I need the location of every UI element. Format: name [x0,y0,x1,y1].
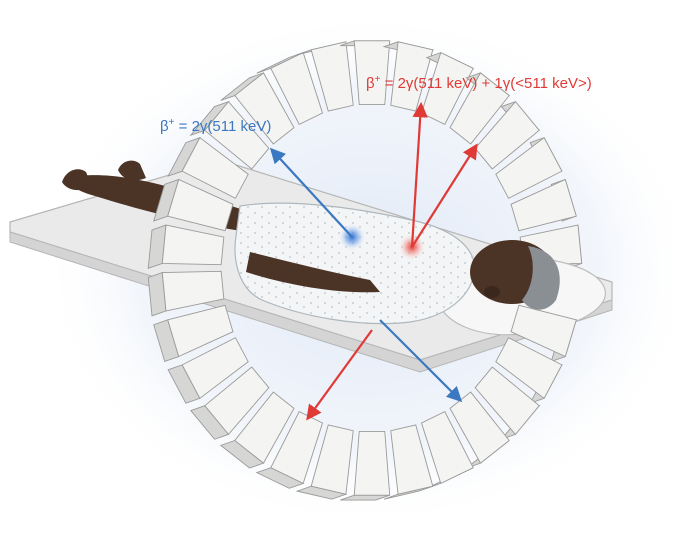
detector-block [510,178,577,232]
detector-block [420,411,474,485]
three-photon-decay-label: β+ = 2γ(511 keV) + 1γ(<511 keV>) [366,74,592,92]
detector-block [449,391,510,464]
three-photon-beta: β [366,75,375,92]
gamma-arrow-red-up [410,101,428,248]
patient-hair [522,246,560,310]
detector-block [161,224,225,266]
three-photon-equation: = 2γ(511 keV) + 1γ(<511 keV>) [380,75,592,92]
detector-block [234,391,295,464]
detector-block [495,337,563,399]
detector-block [310,424,354,495]
patient-foot-right [118,160,146,181]
detector-block [270,411,324,485]
detector-block [167,304,234,358]
detector-block [161,270,225,312]
patient-foot-left [62,169,92,191]
gamma-arrow-red-upright [411,143,478,248]
detector-block [474,366,540,436]
patient-arm [246,252,380,293]
two-photon-superscript: + [168,117,175,128]
detector-block [510,304,577,358]
detector-block [167,178,234,232]
two-photon-beta: β [160,118,169,135]
detector-block [204,366,270,436]
detector-block [270,51,324,125]
patient-ear [484,286,500,298]
detector-block [420,51,474,125]
detector-block [181,337,249,399]
detector-block [353,430,391,496]
two-photon-decay-label: β+ = 2γ(511 keV) [160,117,271,135]
gamma-arrows-blue [269,147,463,403]
detector-block [234,72,295,145]
pet-detector-ring-front [147,72,577,501]
gamma-arrow-red-down [306,329,373,421]
detector-block [353,40,391,106]
three-photon-superscript: + [374,74,381,85]
detector-block [181,137,249,199]
gamma-arrow-blue-up [269,147,353,238]
gamma-arrows-red [306,101,478,421]
two-photon-equation: = 2γ(511 keV) [174,118,272,135]
detector-block [474,100,540,170]
detector-block [310,41,354,112]
detector-block [495,137,563,199]
detector-block [204,100,270,170]
gamma-arrow-blue-down [379,319,463,403]
detector-block [390,424,434,495]
